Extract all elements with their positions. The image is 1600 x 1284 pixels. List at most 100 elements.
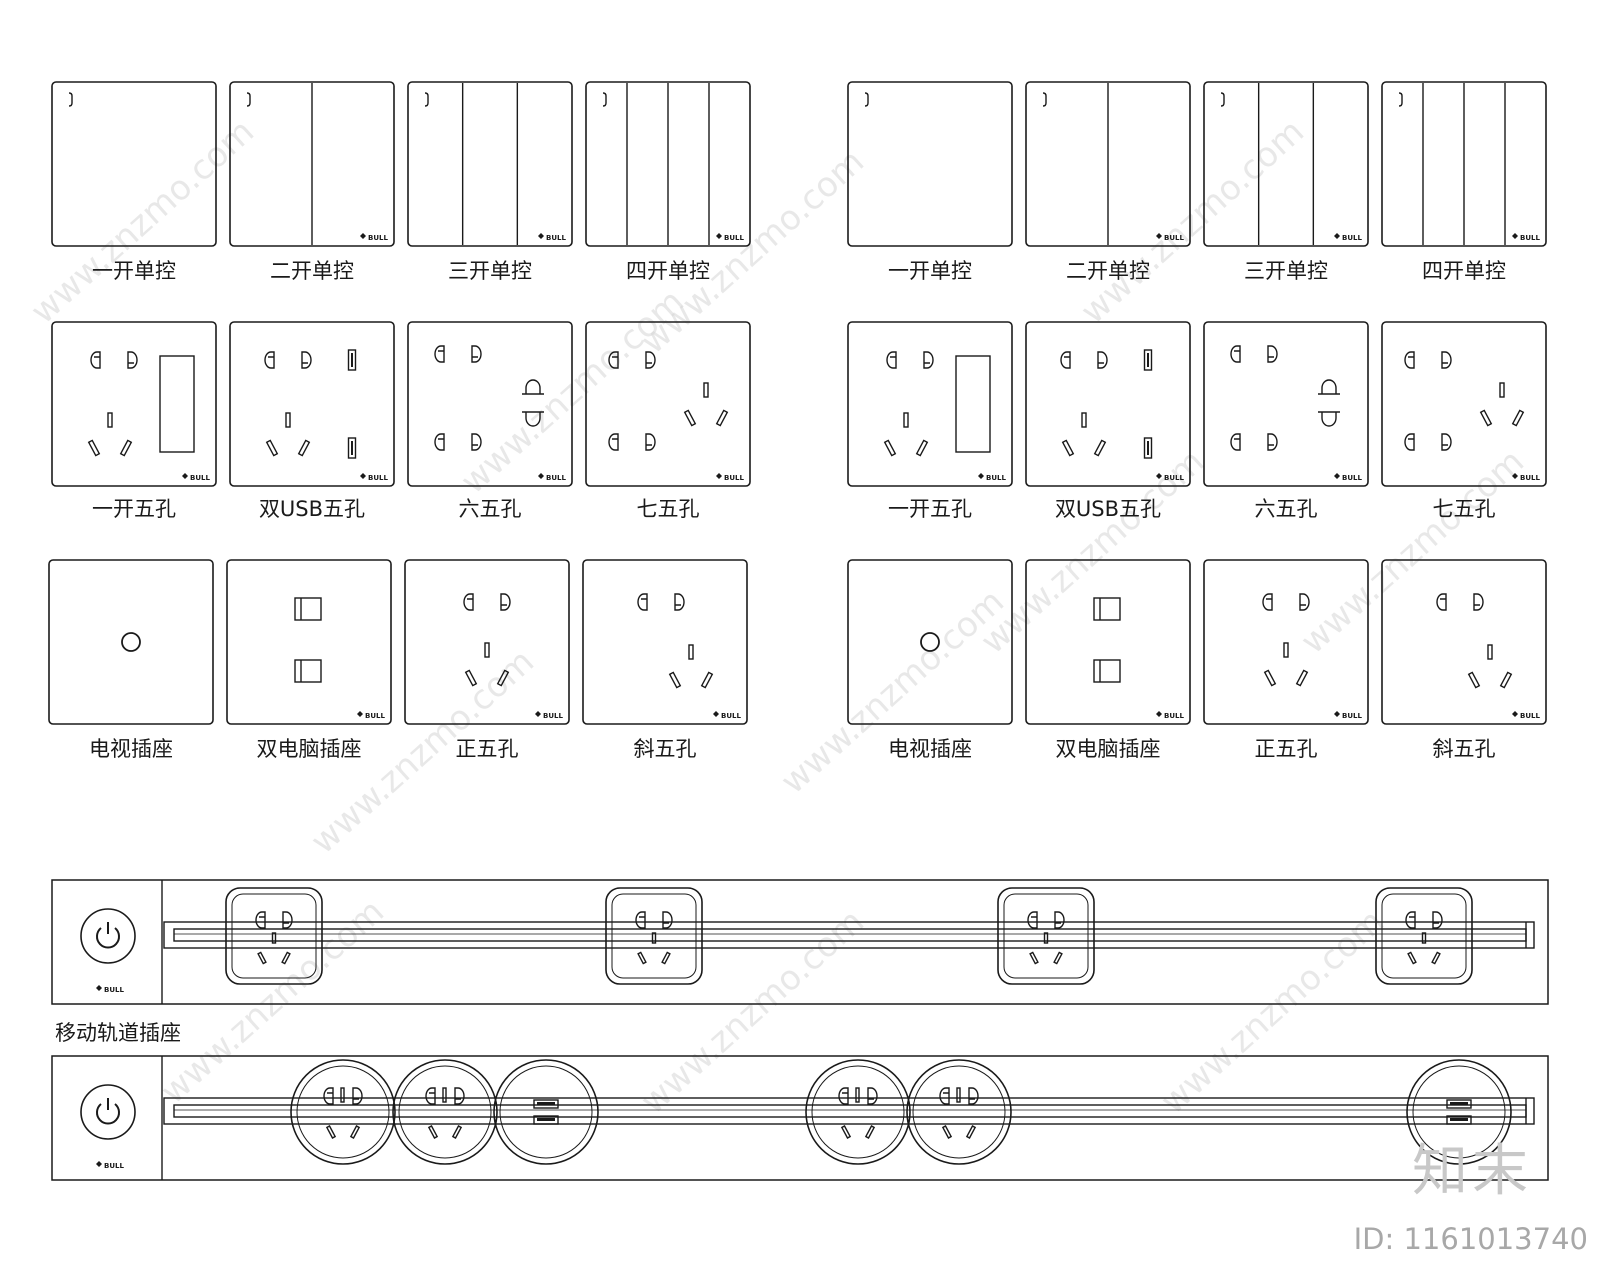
usb-port [1446, 1115, 1472, 1125]
track-module-square-five-hole [997, 887, 1095, 985]
bull-logo-mark [182, 473, 188, 479]
usb-port-tongue [537, 1118, 555, 1121]
panel-label: 四开单控 [626, 259, 710, 283]
pin-hole-right [1299, 593, 1310, 611]
bull-logo-icon: BULL [96, 985, 124, 994]
brand-text: BULL [190, 474, 210, 482]
bull-logo-icon: BULL [1512, 711, 1540, 720]
pin-slot [700, 671, 714, 689]
power-icon [96, 1103, 120, 1125]
bull-logo-icon: BULL [1334, 711, 1362, 720]
track-module-square-five-hole [1375, 887, 1473, 985]
pin-slot [451, 1125, 463, 1139]
brand-text: BULL [721, 712, 741, 720]
panel-label: 一开五孔 [888, 497, 972, 521]
pin-hole-left [608, 351, 619, 369]
indicator-mark [68, 92, 73, 107]
brand-text: BULL [368, 234, 388, 242]
panel-label: 六五孔 [1254, 497, 1318, 521]
panel-frame [229, 321, 395, 487]
bull-logo-mark [357, 711, 363, 717]
bull-logo-mark [360, 473, 366, 479]
module-face [296, 1065, 390, 1159]
rail-outer [163, 1097, 1535, 1125]
panel-label: 三开单控 [448, 259, 532, 283]
pin-slot [956, 1087, 961, 1103]
pin-slot [864, 1125, 876, 1139]
bull-logo-mark [1334, 473, 1340, 479]
bull-logo-icon: BULL [96, 1161, 124, 1170]
pin-slot [107, 412, 113, 428]
usb-port [533, 1099, 559, 1109]
pin-hole-right [1441, 433, 1452, 451]
pin-hole-left [1230, 345, 1241, 363]
bull-logo-mark [538, 233, 544, 239]
module-housing [225, 887, 323, 985]
bull-logo-icon: BULL [1334, 473, 1362, 482]
pin-slot [484, 642, 490, 658]
pin-hole-right [352, 1087, 363, 1105]
brand-text: BULL [104, 1162, 124, 1170]
brand-text: BULL [1164, 712, 1184, 720]
panel-frame [585, 81, 751, 247]
pin-hole-left [1230, 433, 1241, 451]
pin-slot [1467, 671, 1481, 689]
track-module-square-five-hole [605, 887, 703, 985]
coax-port [920, 632, 940, 652]
panel-label: 七五孔 [636, 497, 700, 521]
coax-port [121, 632, 141, 652]
panel-five-hole-slant: BULL [582, 559, 748, 725]
track-strip-frame [51, 1055, 1549, 1181]
panel-frame [51, 81, 217, 247]
usb-port [1446, 1099, 1472, 1109]
pin-slot [1295, 669, 1309, 687]
pin-hole-left [1027, 911, 1038, 929]
bull-logo-icon: BULL [1512, 473, 1540, 482]
watermark-site-text: www.znzmo.com [773, 582, 1012, 803]
usb-port-tongue [351, 353, 353, 367]
brand-text: BULL [104, 986, 124, 994]
power-button [80, 1084, 136, 1140]
panel-label: 一开五孔 [92, 497, 176, 521]
brand-text: BULL [1342, 234, 1362, 242]
panel-seven-hole: BULL [585, 321, 751, 487]
panel-frame [1025, 321, 1191, 487]
module-housing [906, 1059, 1012, 1165]
bull-logo-mark [978, 473, 984, 479]
panel-label: 二开单控 [270, 259, 354, 283]
pin-hole-left [1262, 593, 1273, 611]
pin-slot [1431, 951, 1441, 965]
pin-hole-left [886, 351, 897, 369]
panel-frame [1025, 81, 1191, 247]
pin-slot [285, 412, 291, 428]
pin-hole-right [674, 593, 685, 611]
bull-logo-mark [713, 711, 719, 717]
module-face [811, 1065, 905, 1159]
pin-slot [1053, 951, 1063, 965]
module-housing [805, 1059, 911, 1165]
pin-slot [257, 951, 267, 965]
pin-hole-right [1267, 433, 1278, 451]
pin-hole-left [637, 593, 648, 611]
module-housing [1375, 887, 1473, 985]
brand-text: BULL [365, 712, 385, 720]
brand-text: BULL [546, 474, 566, 482]
pin-hole-left [1404, 433, 1415, 451]
panel-label: 一开单控 [92, 259, 176, 283]
pin-slot [683, 409, 697, 427]
pin-hole-left [1404, 351, 1415, 369]
panel-five-hole-slant: BULL [1381, 559, 1547, 725]
panel-five-hole-straight: BULL [404, 559, 570, 725]
watermark-site-text: www.znzmo.com [1073, 112, 1312, 333]
bull-logo-icon: BULL [357, 711, 385, 720]
panel-usb-five-hole: BULL [1025, 321, 1191, 487]
panel-frame [229, 81, 395, 247]
pin-slot [668, 671, 682, 689]
pin-slot [297, 439, 311, 457]
pin-hole-left [838, 1087, 849, 1105]
usb-port [533, 1115, 559, 1125]
pin-slot [496, 669, 510, 687]
pin-hole-right [127, 351, 138, 369]
bull-logo-icon: BULL [1334, 233, 1362, 242]
